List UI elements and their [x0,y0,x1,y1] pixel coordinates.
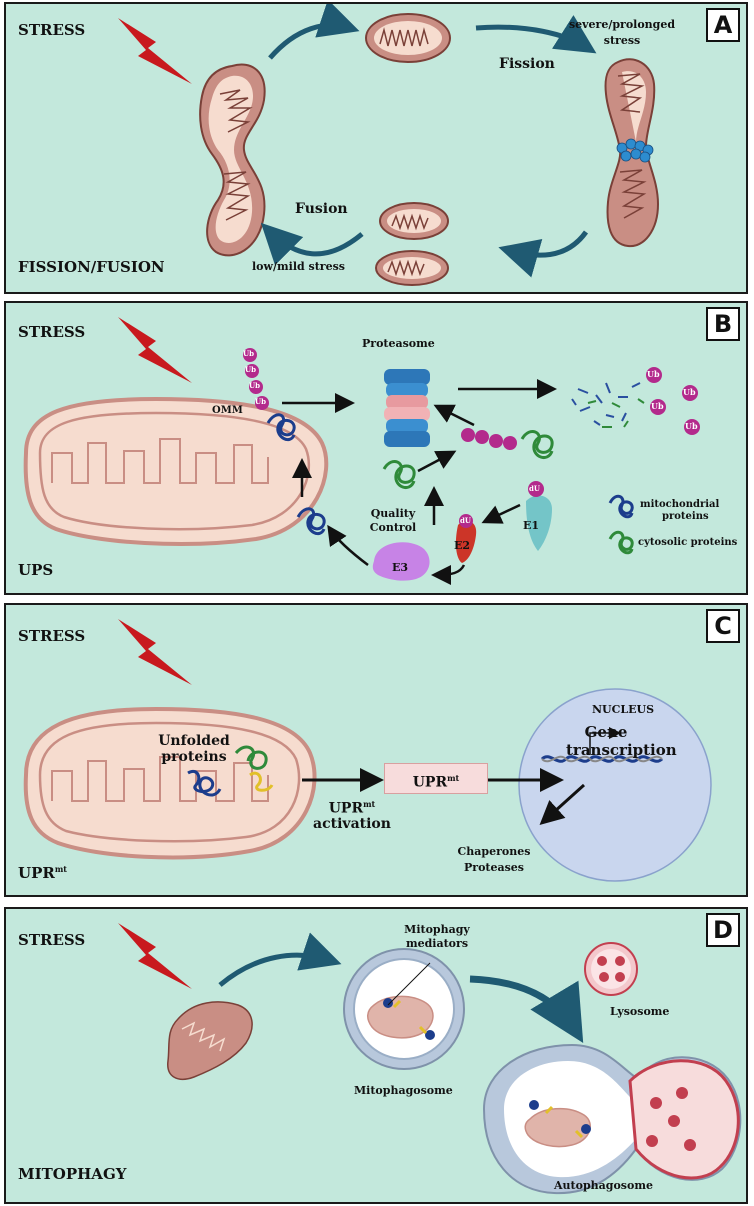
autophagosome-label: Autophagosome [554,1179,653,1192]
panel-c-drawing [23,619,712,882]
e2-enzyme [455,520,477,563]
panel-letter: B [706,307,740,341]
activation-label: activation [313,816,391,832]
panel-title: UPS [18,561,54,579]
transcription-label: transcription [566,741,677,759]
ub-label: Ub [685,421,698,431]
panel-title: UPRmt [18,864,67,882]
arrow-to-mitophagosome [218,932,342,987]
mito-protein [266,413,296,441]
panel-b-drawing [23,317,700,585]
ub-label: Ub [245,365,256,374]
mitochondrion-bottom-b [375,250,449,286]
stress-label: STRESS [18,627,86,645]
severe-stress-label: severe/prolonged [568,18,676,31]
mitochondrion-bottom-a [379,202,449,240]
panel-c-uprmt: STRESS Unfolded proteins UPRmt UPRmt act… [4,603,748,897]
mito-protein-2 [296,507,326,535]
panel-d-drawing [118,923,742,1195]
legend-mito-icon [608,494,634,519]
panel-a-fission-fusion: STRESS severe/prolonged stress Fission F… [4,2,748,294]
arrow-to-autophagosome [469,975,584,1044]
ub-label: Ub [255,397,266,406]
ub-label: Ub [683,387,696,397]
panel-title: MITOPHAGY [18,1165,127,1183]
panel-d-mitophagy: STRESS Mitophagy mediators Lysosome Mito… [4,907,748,1204]
low-stress-label: low/mild stress [252,260,345,273]
e2-label: E2 [454,539,471,552]
arrow-to-top [268,4,360,60]
arrow-fusion [260,222,364,266]
mitochondrion-fission [604,58,660,248]
panel-letter: C [706,609,740,643]
ub-label: Ub [249,381,260,390]
ub-label: Ub [647,369,660,379]
stress-label: STRESS [18,21,86,39]
mitochondrion [23,706,317,860]
panel-b-ups: Ub Ub Ub Ub Ub Ub Ub Ub dU dU STRESS Pro… [4,301,748,595]
mitochondrion-top [365,13,451,63]
uprmt-activation-label: UPRmt [328,799,376,817]
legend-cyto-label: cytosolic proteins [638,537,738,548]
legend-cyto-icon [608,530,634,555]
uprmt-box: UPRmt [384,763,488,794]
cyto-protein [520,429,554,460]
fusion-label: Fusion [295,201,348,217]
e1-label: E1 [523,519,540,532]
du-label: dU [529,484,540,493]
ub-label: Ub [651,401,664,411]
cyto-protein-2 [382,459,416,490]
e3-enzyme [372,542,430,581]
unfolded-label-2: proteins [161,749,227,765]
proteasome-icon [384,369,430,447]
proteases-label: Proteases [464,861,524,874]
ubiquitin-chain-mito [243,348,269,410]
lysosome-label: Lysosome [610,1005,670,1018]
e3-label: E3 [392,561,409,574]
panel-a-drawing [118,4,660,286]
lightning-icon [118,18,192,84]
du-label: dU [460,516,471,525]
legend-mito-label: mitochondrial [640,499,720,510]
mitochondrion-elongated [199,63,266,257]
mitochondrion [23,396,329,546]
mitophagosome-label: Mitophagosome [354,1084,453,1097]
quality-control-label: Quality [370,507,416,520]
panel-letter: D [706,913,740,947]
lightning-icon [118,317,192,383]
mitophagy-mediators-label-2: mediators [405,937,469,950]
unfolded-protein-blue [187,770,222,797]
quality-control-label-2: Control [369,521,417,534]
fission-label: Fission [499,56,555,72]
arrow-fission [475,15,597,54]
e1-enzyme [526,495,552,551]
chaperones-label: Chaperones [457,845,531,858]
stress-label: STRESS [18,931,86,949]
omm-label: OMM [212,405,243,416]
unfolded-protein-yellow [249,771,274,792]
gene-label: Gene [584,723,628,741]
ubiquitin-chain-cyto [461,428,517,450]
panel-letter: A [706,8,740,42]
lightning-icon [118,619,192,685]
stress-label: STRESS [18,323,86,341]
mitophagy-mediators-label: Mitophagy [404,923,470,936]
nucleus-label: NUCLEUS [592,703,655,716]
unfolded-label: Unfolded [158,733,230,749]
arrow-to-bottom [498,230,589,278]
severe-stress-label-2: stress [603,34,641,47]
proteasome-label: Proteasome [362,337,435,350]
degraded-peptides [571,382,645,428]
unfolded-protein-green [234,745,268,770]
legend-mito-label-2: proteins [662,511,709,522]
damaged-mitochondrion [167,1001,253,1081]
lightning-icon [118,923,192,989]
panel-title: FISSION/FUSION [18,258,165,276]
nucleus [518,688,712,882]
free-ubiquitin [646,367,700,435]
ub-label: Ub [243,349,254,358]
